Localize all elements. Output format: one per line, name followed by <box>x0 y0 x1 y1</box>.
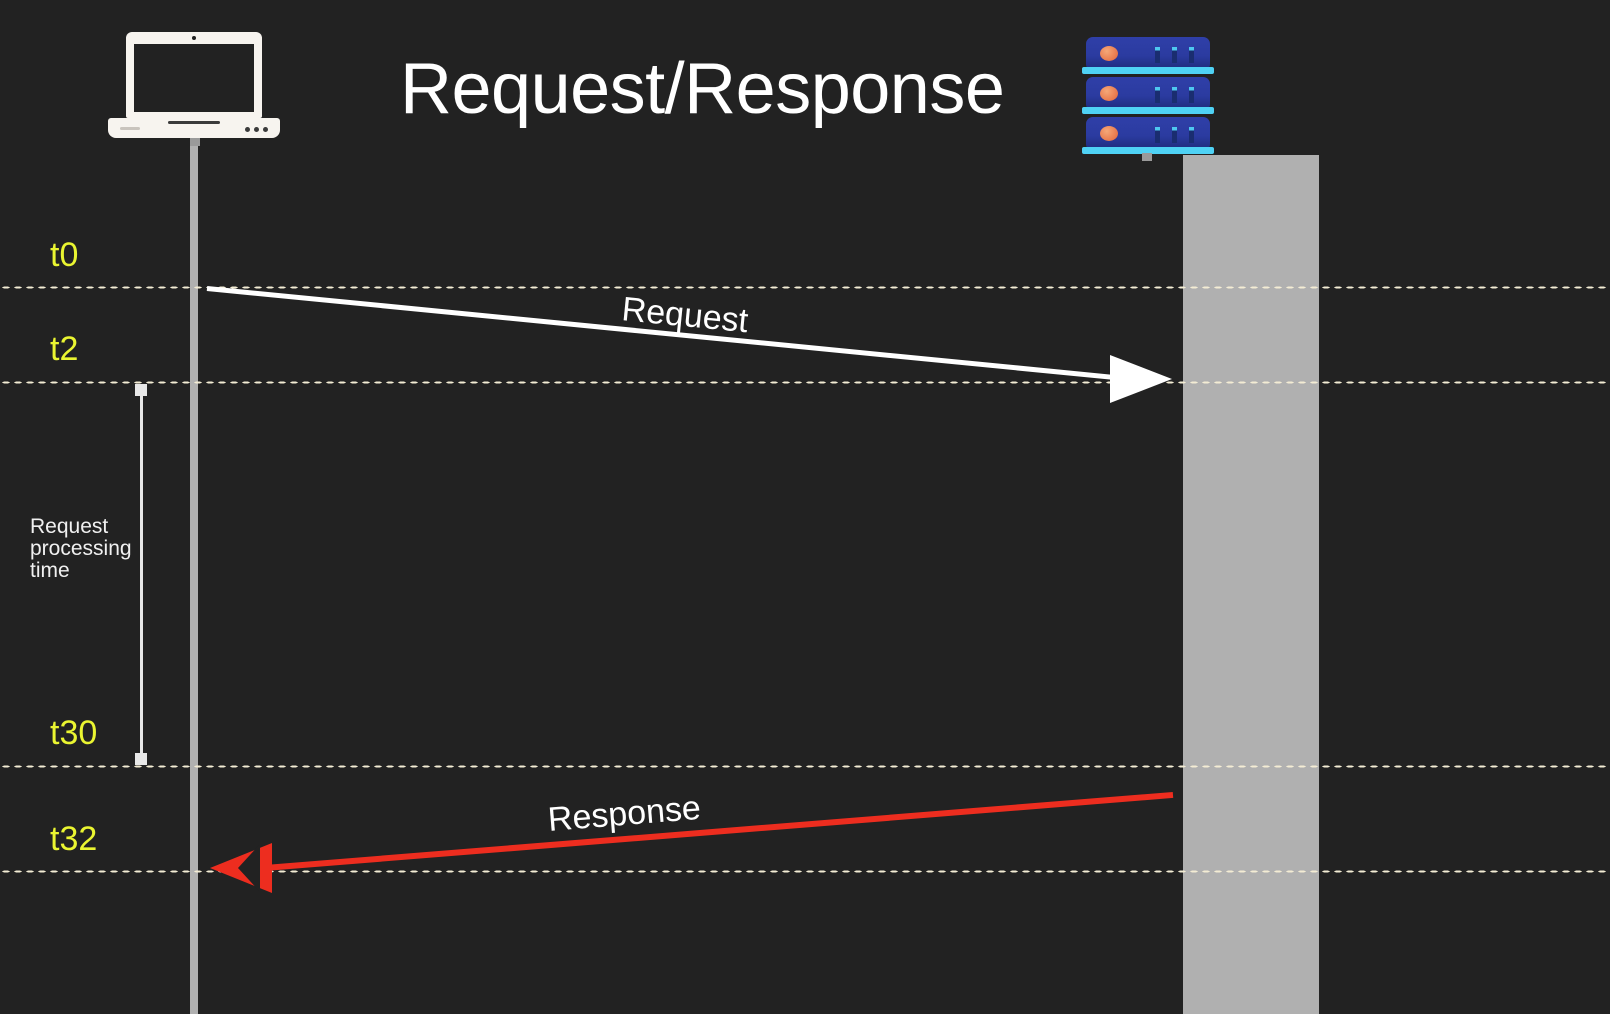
processing-time-line-3: time <box>30 559 70 582</box>
time-label-t32: t32 <box>50 820 98 858</box>
server-strip-3 <box>1082 147 1214 154</box>
laptop-camera-icon <box>192 36 196 40</box>
timeline-rule-t0 <box>0 286 1610 289</box>
response-arrow-notch <box>238 844 260 892</box>
laptop-screen <box>134 44 254 112</box>
response-arrow-shaft <box>239 791 1174 873</box>
processing-time-line-1: Request <box>30 515 109 538</box>
response-arrow-label: Response <box>546 788 703 839</box>
request-arrow-head <box>1110 355 1172 403</box>
server-unit-3 <box>1086 117 1210 151</box>
server-power-led-icon <box>1100 46 1118 61</box>
laptop-port <box>120 127 140 130</box>
time-label-t30: t30 <box>50 714 98 752</box>
processing-time-handle-bottom[interactable] <box>135 753 147 765</box>
page-title: Request/Response <box>400 49 1005 129</box>
timeline-rule-t30 <box>0 765 1610 768</box>
time-label-t0: t0 <box>50 236 79 274</box>
laptop-icon <box>108 32 280 146</box>
laptop-indicator-dots <box>245 127 268 132</box>
laptop-lid <box>126 32 262 118</box>
server-rack-icon <box>1080 33 1216 161</box>
time-label-t2: t2 <box>50 330 79 368</box>
server-strip-1 <box>1082 67 1214 74</box>
server-power-led-icon <box>1100 126 1118 141</box>
server-status-leds-2 <box>1155 87 1194 103</box>
server-unit-1 <box>1086 37 1210 71</box>
laptop-trackpad <box>168 121 220 124</box>
server-unit-2 <box>1086 77 1210 111</box>
timeline-rule-t32 <box>0 870 1610 873</box>
server-connector-foot <box>1142 153 1152 161</box>
server-status-leds-1 <box>1155 47 1194 63</box>
server-strip-2 <box>1082 107 1214 114</box>
server-lifeline <box>1183 155 1319 1014</box>
server-status-leds-3 <box>1155 127 1194 143</box>
client-lifeline <box>190 140 198 1014</box>
processing-time-line-2: processing <box>30 537 132 560</box>
timeline-rule-t2 <box>0 381 1610 384</box>
processing-time-label: Request processing time <box>30 515 132 582</box>
laptop-base <box>108 118 280 138</box>
laptop-connector-foot <box>190 138 200 146</box>
server-power-led-icon <box>1100 86 1118 101</box>
processing-time-measure-line <box>140 390 143 765</box>
